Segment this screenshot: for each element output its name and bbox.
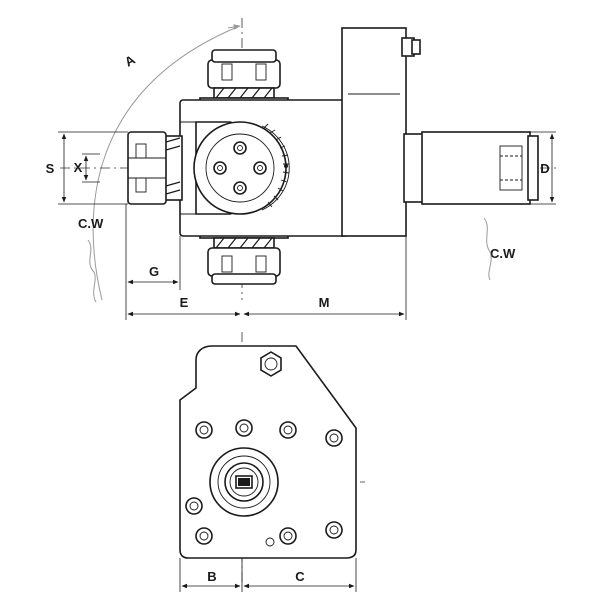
label-m: M [319, 295, 330, 310]
dimension-e: E [127, 295, 241, 317]
label-d: D [540, 161, 549, 176]
side-view: S X D A C.W C.W [46, 18, 560, 320]
gear-disc [193, 121, 287, 215]
label-cw-right: C.W [490, 246, 516, 261]
collet-nut [127, 131, 183, 205]
dimension-s: S [46, 131, 128, 205]
hex-bolt [260, 351, 282, 377]
dimension-b: B [179, 558, 243, 592]
dimension-g: G [125, 204, 181, 320]
dimension-c: C [243, 558, 357, 592]
dimension-d: D [530, 131, 556, 205]
label-cw-left: C.W [78, 216, 104, 231]
label-s: S [46, 161, 55, 176]
label-b: B [207, 569, 216, 584]
rotation-cw-left: C.W [78, 216, 104, 303]
dimension-m: M [243, 236, 407, 320]
label-x: X [74, 160, 83, 175]
dimension-x: X [74, 153, 100, 183]
rotation-cw-right: C.W [483, 217, 516, 281]
mounting-holes [185, 419, 343, 547]
label-a: A [122, 52, 138, 70]
front-view: B C [179, 332, 365, 592]
central-spindle [209, 447, 279, 517]
swing-radius-arc [92, 27, 236, 301]
rear-block [341, 27, 407, 237]
shank [403, 131, 539, 205]
label-g: G [149, 264, 159, 279]
label-c: C [295, 569, 305, 584]
label-e: E [180, 295, 189, 310]
